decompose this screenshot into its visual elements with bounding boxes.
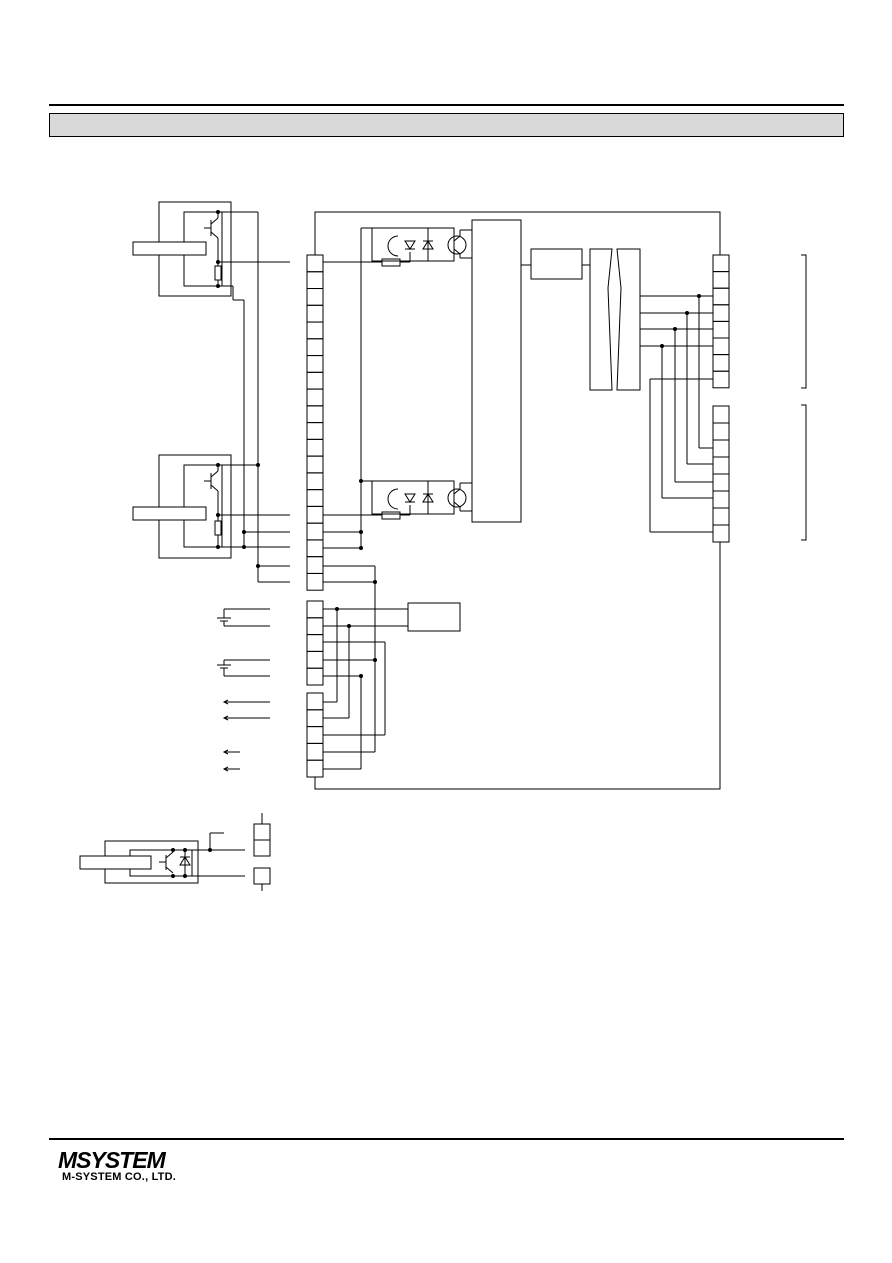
terminal-cell (306, 617, 324, 636)
terminal-cell (712, 320, 730, 339)
terminal-cell (306, 321, 324, 340)
output-driver-right (616, 248, 641, 391)
transistor-icon (204, 470, 219, 492)
resistor-icon (214, 265, 222, 281)
terminal-cell (306, 472, 324, 491)
terminal-cell (306, 254, 324, 273)
terminal-cell (306, 371, 324, 390)
terminal-cell (306, 634, 324, 652)
terminal-cell (712, 439, 730, 458)
terminal-cell (712, 456, 730, 475)
power-wiring (323, 565, 461, 770)
terminal-cell (712, 507, 730, 526)
terminal-cell (712, 422, 730, 441)
terminal-cell (306, 338, 324, 357)
resistor-icon (214, 520, 222, 536)
external-power-symbols (217, 608, 270, 677)
sensor-middle-inner (183, 464, 223, 548)
terminal-cell (306, 600, 324, 619)
top-rule (49, 104, 844, 106)
terminal-cell (712, 524, 730, 543)
terminal-block (253, 867, 271, 885)
terminal-cell (712, 254, 730, 273)
terminal-cell (306, 709, 324, 728)
terminal-cell (306, 455, 324, 474)
terminal-cell (306, 505, 324, 524)
sensor-top-body (132, 241, 207, 256)
output-wiring (640, 294, 713, 533)
terminal-cell (306, 355, 324, 373)
terminal-cell (306, 304, 324, 323)
terminal-cell (712, 304, 730, 322)
bracket-upper (801, 254, 807, 389)
terminal-block (253, 823, 271, 841)
transistor-icon (204, 217, 219, 239)
phototransistor-icon (447, 488, 467, 508)
terminal-cell (306, 742, 324, 761)
terminal-cell (306, 405, 324, 424)
terminal-cell (712, 354, 730, 372)
terminal-block-output (306, 692, 324, 778)
terminal-cell (306, 271, 324, 290)
terminal-cell (306, 539, 324, 558)
sensor-middle-body (132, 506, 207, 521)
terminal-block-input (306, 254, 324, 591)
terminal-cell (306, 759, 324, 778)
sensor-bottom-body (79, 855, 152, 870)
output-driver-left (589, 248, 613, 391)
photocoupler-bottom (323, 480, 472, 520)
resistor-icon (381, 258, 401, 267)
terminal-block (253, 839, 271, 857)
terminal-cell (306, 572, 324, 591)
counter-block (530, 248, 583, 280)
bottom-rule (49, 1138, 844, 1140)
terminal-cell (712, 490, 730, 509)
terminal-cell (306, 288, 324, 306)
terminal-cell (712, 473, 730, 492)
terminal-cell (306, 422, 324, 440)
terminal-cell (306, 388, 324, 407)
terminal-block-right-upper (712, 254, 730, 389)
msystem-logo: MSYSTEM (58, 1148, 168, 1172)
terminal-block-power (306, 600, 324, 686)
company-name: M-SYSTEM CO., LTD. (62, 1171, 177, 1183)
terminal-cell (306, 726, 324, 744)
terminal-cell (306, 556, 324, 574)
terminal-block-right-lower (712, 405, 730, 543)
led-icon (404, 493, 416, 503)
terminal-cell (712, 271, 730, 289)
phototransistor-icon (447, 235, 467, 255)
module-outline-top (314, 211, 721, 255)
diode-icon (387, 488, 399, 510)
sensor-top (132, 201, 232, 297)
terminal-cell (306, 692, 324, 711)
sensor-middle (132, 454, 232, 559)
sensor-wiring (218, 211, 290, 583)
output-arrows (222, 699, 270, 772)
logo-mark: MSYSTEM (58, 1148, 167, 1172)
bracket-lower (801, 404, 807, 541)
power-supply-block (407, 602, 461, 632)
logic-block (471, 219, 522, 523)
sensor-bottom (79, 813, 271, 891)
led-icon (404, 240, 416, 250)
diode-icon (387, 235, 399, 257)
section-header-bar (49, 113, 844, 137)
terminal-cell (712, 337, 730, 356)
terminal-cell (306, 438, 324, 457)
terminal-cell (306, 650, 324, 669)
resistor-icon (381, 511, 401, 520)
terminal-cell (306, 522, 324, 541)
photocoupler-top (323, 227, 472, 267)
terminal-cell (712, 370, 730, 389)
terminal-cell (712, 287, 730, 306)
terminal-cell (306, 489, 324, 507)
terminal-cell (712, 405, 730, 424)
terminal-cell (306, 667, 324, 686)
module-outline-bottom (314, 542, 721, 790)
